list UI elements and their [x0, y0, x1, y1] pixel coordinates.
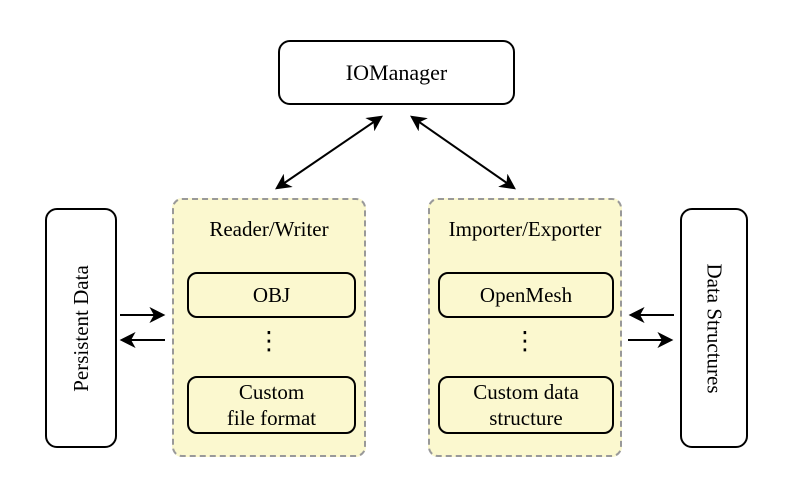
openmesh-label: OpenMesh	[479, 282, 573, 307]
data-structures-label: Data Structures	[702, 262, 727, 394]
obj-node: OBJ	[187, 272, 356, 318]
data-structures-node: Data Structures	[680, 208, 748, 448]
custom-file-format-line1: Custom	[238, 379, 305, 404]
obj-label: OBJ	[252, 282, 291, 307]
custom-file-format-line2: file format	[226, 406, 317, 430]
iomanager-label: IOManager	[345, 59, 448, 85]
reader-writer-title: Reader/Writer	[209, 217, 329, 241]
reader-writer-group: Reader/Writer OBJ ⋮ Custom file format	[172, 198, 366, 457]
iomanager-node: IOManager	[278, 40, 515, 105]
custom-data-structure-line2: structure	[489, 406, 563, 430]
importer-exporter-group: Importer/Exporter OpenMesh ⋮ Custom data…	[428, 198, 622, 457]
vertical-ellipsis-icon: ⋮	[512, 326, 538, 355]
importer-exporter-title: Importer/Exporter	[448, 217, 602, 241]
custom-data-structure-node: Custom data structure	[438, 376, 614, 434]
persistent-data-node: Persistent Data	[45, 208, 117, 448]
iomanager-readerwriter-arrow	[275, 115, 383, 190]
openmesh-node: OpenMesh	[438, 272, 614, 318]
persistent-data-label: Persistent Data	[68, 264, 93, 392]
vertical-ellipsis-icon: ⋮	[256, 326, 282, 355]
custom-data-structure-line1: Custom data	[473, 379, 579, 404]
iomanager-importerexporter-arrow	[410, 115, 516, 190]
custom-file-format-node: Custom file format	[187, 376, 356, 434]
